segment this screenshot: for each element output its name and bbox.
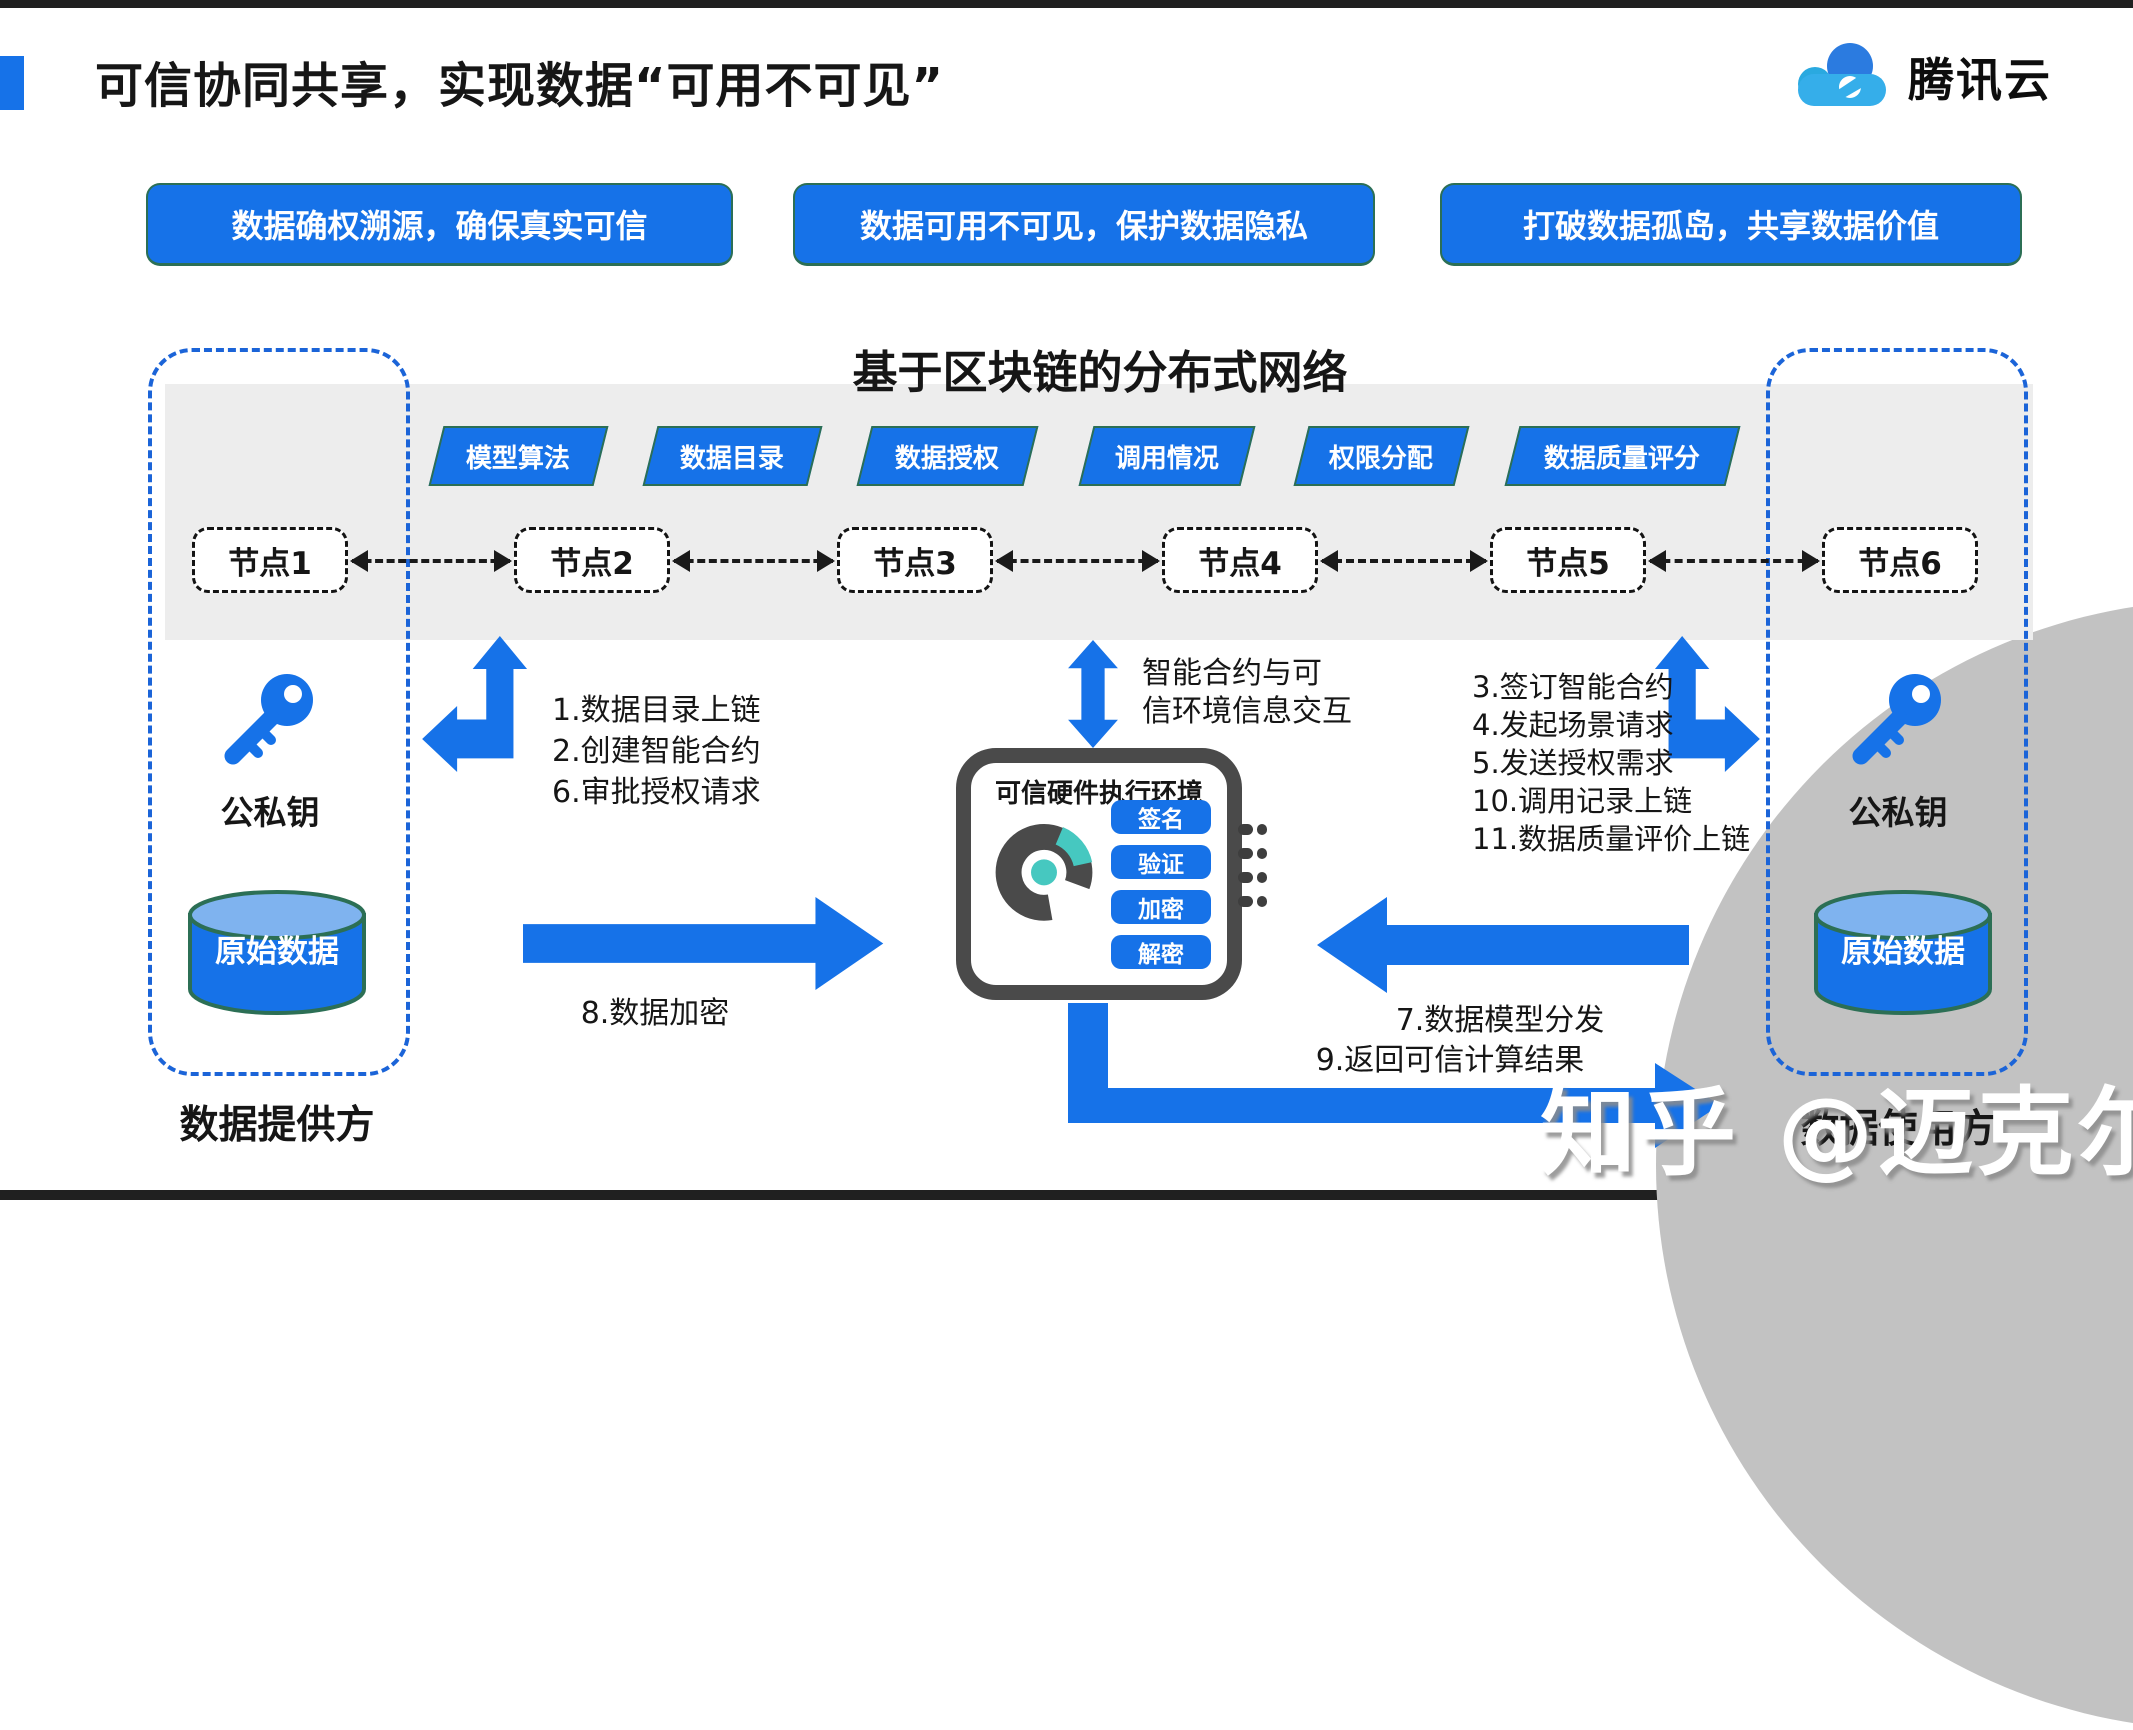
tag-data-catalog: 数据目录 xyxy=(642,426,823,486)
tee-btn-label: 签名 xyxy=(1138,807,1184,833)
consumer-key-icon xyxy=(1843,668,1953,778)
tag-data-quality-score: 数据质量评分 xyxy=(1504,426,1741,486)
node-1: 节点1 xyxy=(192,527,348,593)
tee-btn-label: 验证 xyxy=(1138,852,1184,878)
network-title: 基于区块链的分布式网络 xyxy=(852,346,1348,399)
consumer-key-label: 公私钥 xyxy=(1848,793,1948,832)
tee-sign-button: 签名 xyxy=(1111,800,1211,834)
tag-permission-allocation: 权限分配 xyxy=(1293,426,1470,486)
node-5: 节点5 xyxy=(1490,527,1646,593)
title-accent-square xyxy=(0,56,24,110)
provider-party-label: 数据提供方 xyxy=(179,1103,375,1148)
node-link-2-3-arrow xyxy=(672,550,835,572)
consumer-container xyxy=(1766,348,2028,1076)
node-label: 节点3 xyxy=(873,545,957,582)
banner-label: 数据确权溯源，确保真实可信 xyxy=(231,207,648,245)
tag-invocation-status: 调用情况 xyxy=(1078,426,1256,486)
node-link-5-6-arrow xyxy=(1648,550,1820,572)
tag-label: 数据质量评分 xyxy=(1544,443,1701,474)
provider-key-icon xyxy=(215,668,325,778)
provider-database-cylinder: 原始数据 xyxy=(182,888,372,1020)
chip-pin xyxy=(1238,896,1253,907)
page-title: 可信协同共享，实现数据“可用不可见” xyxy=(95,58,945,114)
chip-pin xyxy=(1257,824,1267,835)
tag-data-authorization: 数据授权 xyxy=(856,426,1039,486)
encrypt-label: 8.数据加密 xyxy=(580,996,730,1031)
tag-label: 权限分配 xyxy=(1329,443,1434,474)
blockchain-network-band xyxy=(165,384,2033,640)
tag-label: 数据授权 xyxy=(895,443,1000,474)
distribute-label: 7.数据模型分发 xyxy=(1395,1003,1605,1038)
top-letterbox-bar xyxy=(0,0,2133,8)
chip-pin xyxy=(1257,848,1267,859)
chip-pin xyxy=(1257,872,1267,883)
node-2: 节点2 xyxy=(514,527,670,593)
node-3: 节点3 xyxy=(837,527,993,593)
node-link-3-4-arrow xyxy=(995,550,1160,572)
tee-interaction-text: 智能合约与可 信环境信息交互 xyxy=(1142,656,1352,729)
node-6: 节点6 xyxy=(1822,527,1978,593)
result-label: 9.返回可信计算结果 xyxy=(1315,1043,1585,1078)
node-label: 节点1 xyxy=(228,545,312,582)
consumer-data-label: 原始数据 xyxy=(1841,934,1965,970)
tee-decrypt-button: 解密 xyxy=(1111,935,1211,969)
provider-key-label: 公私钥 xyxy=(220,793,320,832)
tee-encrypt-button: 加密 xyxy=(1111,890,1211,924)
logo-text: 腾讯云 xyxy=(1908,53,2052,107)
provider-data-label: 原始数据 xyxy=(215,934,339,970)
tencent-cloud-logo: 腾讯云 xyxy=(1790,40,2052,114)
consumer-party-label: 数据使用方 xyxy=(1800,1107,1996,1152)
tee-btn-label: 解密 xyxy=(1138,942,1184,968)
bottom-letterbox-bar xyxy=(0,1190,2133,1200)
encrypt-arrow-right xyxy=(523,897,891,990)
tag-model-algorithm: 模型算法 xyxy=(428,426,609,486)
banner-privacy: 数据可用不可见，保护数据隐私 xyxy=(793,183,1375,266)
node-label: 节点4 xyxy=(1198,545,1282,582)
node-label: 节点6 xyxy=(1858,545,1942,582)
cloud-logo-icon xyxy=(1790,40,1894,114)
consumer-elbow-arrow-up-right xyxy=(1648,636,1760,772)
banner-label: 数据可用不可见，保护数据隐私 xyxy=(859,207,1308,245)
provider-container xyxy=(148,348,410,1076)
chip-pin xyxy=(1238,824,1253,835)
node-link-4-5-arrow xyxy=(1320,550,1488,572)
banner-traceability: 数据确权溯源，确保真实可信 xyxy=(146,183,733,266)
chip-pin xyxy=(1238,872,1253,883)
chip-pin xyxy=(1238,848,1253,859)
node-label: 节点5 xyxy=(1526,545,1610,582)
tag-label: 数据目录 xyxy=(680,443,785,474)
tee-interaction-double-arrow xyxy=(1062,640,1124,748)
watermark-text: 知乎 @迈克尔米勒 xyxy=(1540,1077,2133,1189)
node-4: 节点4 xyxy=(1162,527,1318,593)
donut-gauge-icon xyxy=(985,811,1103,929)
node-link-1-2-arrow xyxy=(350,550,512,572)
tee-btn-label: 加密 xyxy=(1138,897,1184,923)
banner-share-value: 打破数据孤岛，共享数据价值 xyxy=(1440,183,2022,266)
distribute-arrow-left xyxy=(1308,897,1690,993)
provider-elbow-arrow-up-left xyxy=(422,636,534,772)
chip-pin xyxy=(1257,896,1267,907)
provider-steps-text: 1.数据目录上链 2.创建智能合约 6.审批授权请求 xyxy=(552,693,761,810)
consumer-steps-text: 3.签订智能合约 4.发起场景请求 5.发送授权需求 10.调用记录上链 11.… xyxy=(1472,670,1751,856)
tee-box: 可信硬件执行环境 签名 验证 加密 解密 xyxy=(956,748,1242,1000)
result-elbow-arrow-right xyxy=(1060,1003,1725,1148)
tag-label: 模型算法 xyxy=(466,443,571,474)
consumer-database-cylinder: 原始数据 xyxy=(1808,888,1998,1020)
tee-verify-button: 验证 xyxy=(1111,845,1211,879)
banner-label: 打破数据孤岛，共享数据价值 xyxy=(1522,207,1939,245)
tag-label: 调用情况 xyxy=(1114,443,1219,474)
node-label: 节点2 xyxy=(550,545,634,582)
